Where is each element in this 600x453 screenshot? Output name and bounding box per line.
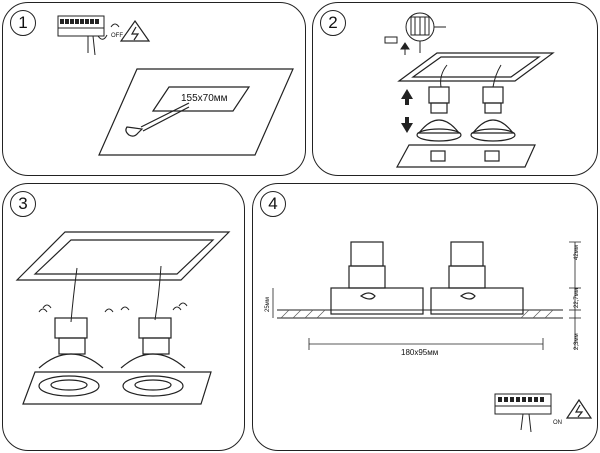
height-dimension bbox=[272, 241, 581, 350]
lamp-frame bbox=[395, 144, 536, 168]
step-number: 3 bbox=[10, 191, 36, 217]
width-dimension bbox=[308, 338, 544, 350]
up-arrow-icon bbox=[401, 89, 413, 105]
lightning-warning-icon bbox=[565, 398, 593, 419]
step-2-panel: 2 bbox=[312, 2, 598, 176]
lamp-body-right bbox=[120, 317, 186, 369]
lightning-warning-icon bbox=[110, 19, 151, 42]
cutout-dimension-label: 155x70мм bbox=[181, 93, 228, 104]
dim-top-label: 42мм bbox=[574, 245, 580, 260]
spotlight-right bbox=[470, 86, 516, 142]
step-number: 4 bbox=[260, 191, 286, 217]
lamp-side-right bbox=[430, 241, 524, 315]
step-number: 2 bbox=[320, 10, 346, 36]
ceiling-board bbox=[15, 231, 231, 281]
dim-bottom-label: 2,3мм bbox=[574, 333, 580, 350]
ceiling-board bbox=[98, 68, 294, 156]
step-4-drawing bbox=[272, 241, 593, 433]
down-arrow-icon bbox=[401, 117, 413, 133]
step-number: 1 bbox=[10, 10, 36, 36]
step-1-panel: 1 OFF 155x70мм bbox=[2, 2, 306, 176]
step-3-panel: 3 bbox=[2, 183, 245, 451]
terminal-block-icon bbox=[494, 393, 552, 433]
lamp-frame bbox=[22, 371, 212, 405]
lamp-side-left bbox=[330, 241, 424, 315]
switch-on-label: ON bbox=[553, 420, 562, 426]
dim-left-label: 25мм bbox=[265, 297, 271, 312]
ceiling-section bbox=[277, 309, 563, 319]
width-dimension-label: 180x95мм bbox=[401, 348, 439, 357]
dim-mid-label: 22,7мм bbox=[574, 288, 580, 308]
step-3-drawing bbox=[15, 231, 231, 405]
terminal-block-icon bbox=[57, 15, 108, 56]
step-4-panel: 4 180x95мм 42мм 22,7мм 2,3мм 25мм ON bbox=[252, 183, 598, 451]
switch-off-label: OFF bbox=[111, 33, 123, 39]
ceiling-board bbox=[397, 52, 555, 82]
step-1-drawing bbox=[57, 15, 294, 156]
lamp-body-left bbox=[38, 317, 104, 369]
step-2-drawing bbox=[384, 12, 555, 168]
spotlight-left bbox=[416, 86, 462, 142]
saw-icon bbox=[125, 102, 190, 137]
connector-block-icon bbox=[384, 12, 446, 55]
